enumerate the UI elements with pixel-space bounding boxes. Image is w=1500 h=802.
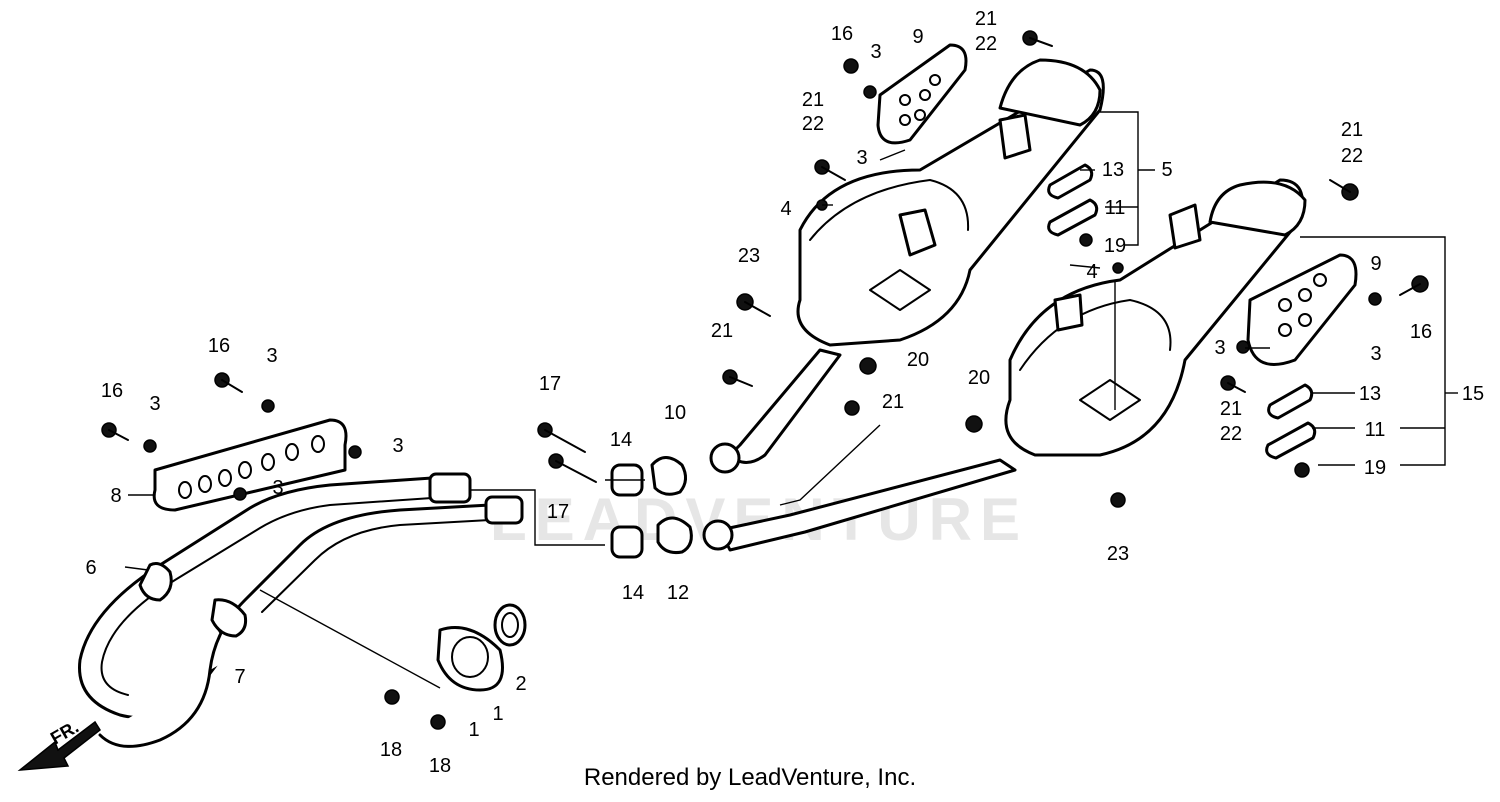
callout-label: 14 [622, 582, 644, 604]
joint-collar-lower [610, 525, 644, 559]
callout-label: 19 [1104, 235, 1126, 257]
callout-label: 13 [1102, 159, 1124, 181]
callout-label: 18 [429, 755, 451, 777]
callout-label: 21 [975, 8, 997, 30]
callout-label: 21 [1341, 119, 1363, 141]
callout-label: 20 [968, 367, 990, 389]
callout-label: 11 [1365, 419, 1386, 441]
gasket [493, 603, 527, 647]
callout-label: 14 [610, 429, 632, 451]
callout-label: 9 [912, 26, 923, 48]
exhaust-flange [436, 626, 504, 692]
callout-label: 8 [110, 485, 121, 507]
callout-label: 17 [547, 501, 569, 523]
callout-label: 17 [539, 373, 561, 395]
callout-label: 1 [468, 719, 479, 741]
plate-upper [1047, 198, 1099, 237]
callout-label: 19 [1364, 457, 1386, 479]
callout-label: 22 [1341, 145, 1363, 167]
heat-shield-upper [876, 43, 968, 145]
heat-shield-front-holes [178, 435, 325, 499]
callout-label: 22 [802, 113, 824, 135]
callout-label: 11 [1105, 197, 1126, 219]
pipe-joint-lower [484, 495, 524, 525]
callout-label: 21 [882, 391, 904, 413]
callout-label: 5 [1161, 159, 1172, 181]
callout-label: 12 [667, 582, 689, 604]
front-arrow: FR. [17, 717, 101, 771]
plate-lower [1265, 421, 1317, 460]
clamp-lower [656, 516, 693, 554]
muffler-lower [702, 178, 1307, 552]
callout-label: 22 [1220, 423, 1242, 445]
fastener-glyphs [101, 30, 1429, 730]
callout-label: 3 [392, 435, 403, 457]
callout-label: 21 [1220, 398, 1242, 420]
clamp-upper [650, 456, 687, 496]
callout-labels: 16 3 9 21 22 21 22 3 13 5 4 11 19 4 21 2… [85, 8, 1484, 777]
callout-label: 3 [272, 477, 283, 499]
callout-label: 3 [1214, 337, 1225, 359]
callout-label: 18 [380, 739, 402, 761]
callout-label: 16 [1410, 321, 1432, 343]
footer-credit: Rendered by LeadVenture, Inc. [583, 764, 917, 791]
callout-label: 3 [149, 393, 160, 415]
callout-label: 22 [975, 33, 997, 55]
callout-label: 15 [1462, 383, 1484, 405]
muffler-upper [709, 58, 1105, 474]
callout-label: 6 [85, 557, 96, 579]
callout-label: 16 [831, 23, 853, 45]
callout-label: 13 [1359, 383, 1381, 405]
exhaust-pipe-left [78, 472, 524, 748]
callout-label: 7 [234, 666, 245, 688]
callout-label: 23 [738, 245, 760, 267]
callout-label: 3 [1370, 343, 1381, 365]
pipe-joint-upper [428, 472, 472, 504]
callout-label: 10 [664, 402, 686, 424]
pad-upper [1047, 163, 1094, 200]
callout-label: 3 [856, 147, 867, 169]
callout-label: 16 [101, 380, 123, 402]
heat-shield-lower [1246, 253, 1358, 366]
callout-label: 3 [266, 345, 277, 367]
callout-label: 21 [711, 320, 733, 342]
callout-label: 3 [870, 41, 881, 63]
callout-label: 23 [1107, 543, 1129, 565]
callout-label: 21 [802, 89, 824, 111]
callout-label: 4 [780, 198, 791, 220]
callout-label: 9 [1370, 253, 1381, 275]
pad-lower [1267, 383, 1314, 420]
callout-label: 4 [1086, 261, 1097, 283]
callout-label: 2 [515, 673, 526, 695]
callout-label: 20 [907, 349, 929, 371]
leader-lines [124, 111, 1458, 689]
callout-label: 1 [492, 703, 503, 725]
callout-label: 16 [208, 335, 230, 357]
